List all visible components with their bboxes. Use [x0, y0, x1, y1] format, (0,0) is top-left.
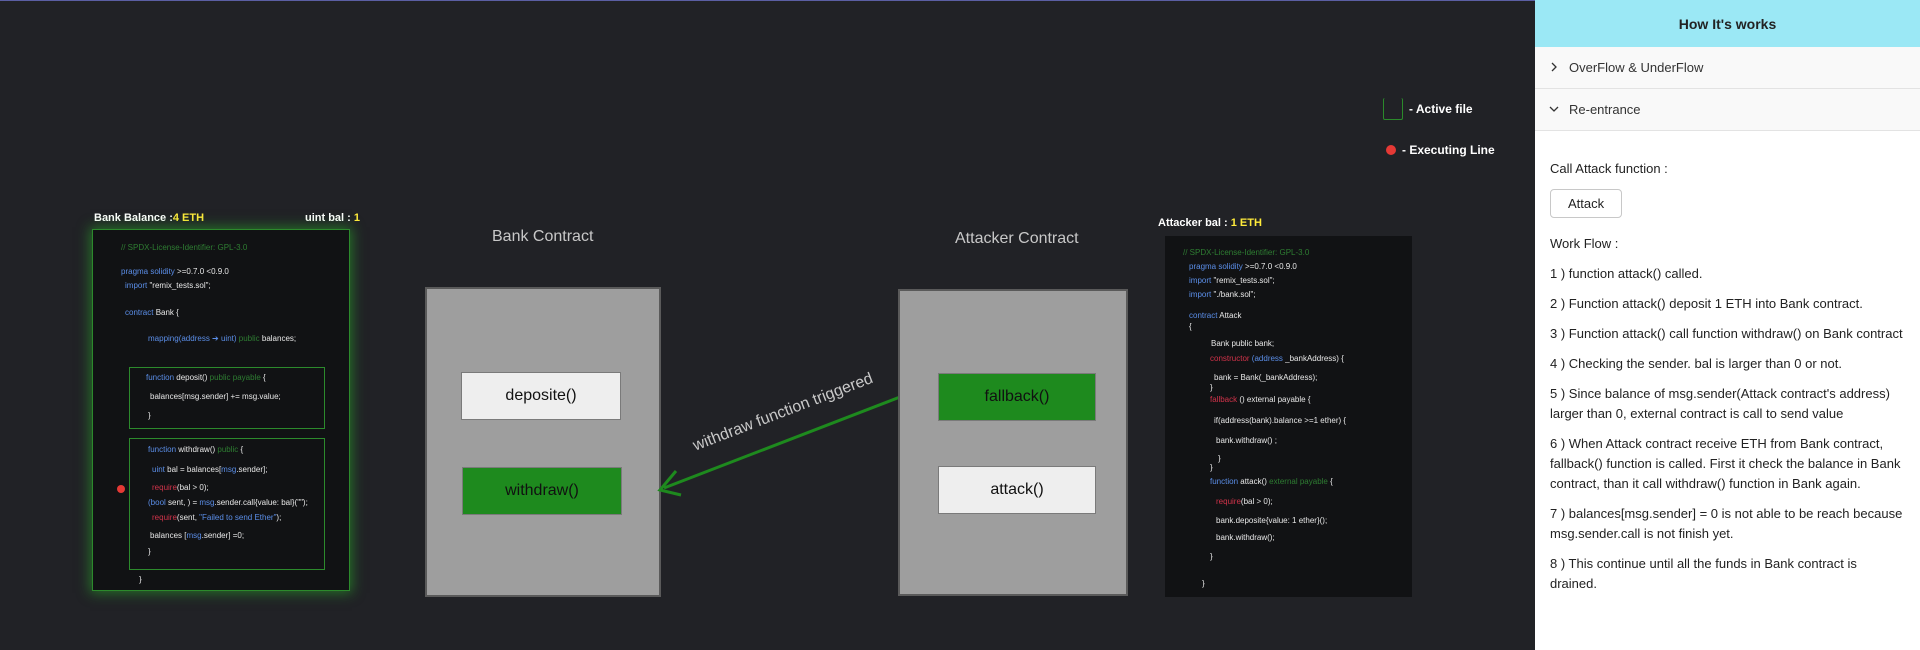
code-line-executing: require(bal > 0);: [152, 483, 209, 492]
code-line: function deposit() public payable {: [146, 373, 266, 382]
bank-balance-text: Bank Balance :: [94, 212, 173, 224]
code-line: }: [1210, 463, 1213, 472]
sidebar-title: How It's works: [1678, 15, 1777, 32]
code-line: function attack() external payable {: [1210, 477, 1333, 486]
withdraw-function-box: [129, 438, 325, 570]
code-line: bank.withdraw();: [1216, 533, 1275, 542]
code-line: balances[msg.sender] += msg.value;: [150, 392, 281, 401]
uint-bal-label: uint bal : 1: [305, 212, 360, 224]
code-line: bank.deposite{value: 1 ether}();: [1216, 516, 1328, 525]
bank-balance-value: 4 ETH: [172, 212, 205, 224]
code-line: }: [148, 411, 151, 420]
attacker-balance-text: Attacker bal :: [1158, 217, 1231, 229]
attacker-balance-value: 1 ETH: [1230, 217, 1262, 229]
workflow-step: 5 ) Since balance of msg.sender(Attack c…: [1550, 386, 1890, 421]
legend-active-file: - Active file: [1383, 98, 1473, 120]
chevron-right-icon: [1549, 61, 1569, 75]
accordion-item-overflow[interactable]: OverFlow & UnderFlow: [1535, 47, 1920, 89]
workflow-step: 3 ) Function attack() call function with…: [1550, 326, 1903, 341]
code-line: import "./bank.sol";: [1189, 290, 1256, 299]
fallback-function-button[interactable]: fallback(): [938, 373, 1096, 421]
legend-executing-line-label: - Executing Line: [1402, 143, 1495, 157]
attacker-balance-label: Attacker bal : 1 ETH: [1158, 217, 1262, 229]
executing-line-marker: [117, 485, 125, 493]
withdraw-triggered-label: withdraw function triggered: [690, 370, 876, 455]
deposit-function-button[interactable]: deposite(): [461, 372, 621, 420]
code-line: }: [1210, 383, 1213, 392]
code-line: }: [148, 547, 151, 556]
code-line: if(address(bank).balance >=1 ether) {: [1214, 416, 1347, 425]
attack-function-button[interactable]: attack(): [938, 466, 1096, 514]
code-line: constructor (address _bankAddress) {: [1210, 354, 1344, 363]
workflow-step: 6 ) When Attack contract receive ETH fro…: [1550, 436, 1901, 491]
how-it-works-sidebar: How It's works OverFlow & UnderFlow Re-e…: [1535, 0, 1920, 650]
code-line: bank.withdraw() ;: [1216, 436, 1277, 445]
bank-contract-title: Bank Contract: [492, 228, 594, 245]
code-line: pragma solidity >=0.7.0 <0.9.0: [1189, 262, 1297, 271]
attack-button[interactable]: Attack: [1550, 189, 1623, 218]
code-line: fallback () external payable {: [1210, 395, 1311, 404]
deposit-function-box: [129, 367, 325, 429]
executing-line-dot-icon: [1386, 145, 1396, 155]
uint-bal-text: uint bal :: [305, 212, 354, 224]
sidebar-header: How It's works: [1535, 0, 1920, 47]
legend-active-file-label: - Active file: [1409, 102, 1473, 116]
accordion-label: Re-entrance: [1569, 102, 1641, 117]
code-line: contract Attack: [1189, 311, 1242, 320]
code-line: // SPDX-License-Identifier: GPL-3.0: [1183, 248, 1310, 257]
code-line: // SPDX-License-Identifier: GPL-3.0: [121, 243, 248, 252]
code-line: contract Bank {: [125, 308, 179, 317]
workflow-step: 8 ) This continue until all the funds in…: [1550, 556, 1857, 591]
top-border-line: [0, 0, 1920, 1]
code-line: bank = Bank(_bankAddress);: [1214, 373, 1318, 382]
code-line: }: [1202, 579, 1205, 588]
legend-executing-line: - Executing Line: [1386, 143, 1495, 157]
bank-code-panel: // SPDX-License-Identifier: GPL-3.0 prag…: [92, 229, 350, 591]
attacker-code-panel: // SPDX-License-Identifier: GPL-3.0 prag…: [1165, 236, 1412, 597]
code-line: import "remix_tests.sol";: [1189, 276, 1275, 285]
code-line: }: [1218, 454, 1221, 463]
code-line: uint bal = balances[msg.sender];: [152, 465, 268, 474]
uint-bal-value: 1: [353, 212, 361, 224]
code-line: require(bal > 0);: [1216, 497, 1273, 506]
accordion-item-reentrance[interactable]: Re-entrance: [1535, 89, 1920, 131]
code-line: Bank public bank;: [1211, 339, 1275, 348]
code-line: }: [139, 575, 142, 584]
accordion-label: OverFlow & UnderFlow: [1569, 60, 1704, 75]
bank-contract-box: deposite() withdraw(): [425, 287, 661, 597]
code-line: }: [1210, 552, 1213, 561]
code-line: mapping(address ➔ uint) public balances;: [148, 334, 297, 343]
attacker-contract-title: Attacker Contract: [955, 230, 1079, 247]
reentrance-content: Call Attack function : Attack Work Flow …: [1535, 131, 1920, 594]
chevron-down-icon: [1549, 103, 1569, 117]
workflow-step: 2 ) Function attack() deposit 1 ETH into…: [1550, 296, 1863, 311]
code-line: function withdraw() public {: [148, 445, 244, 454]
workflow-step: 1 ) function attack() called.: [1550, 266, 1703, 281]
code-line: pragma solidity >=0.7.0 <0.9.0: [121, 267, 229, 276]
active-file-swatch: [1383, 98, 1403, 120]
code-line: {: [1189, 322, 1192, 331]
code-line: require(sent, "Failed to send Ether");: [152, 513, 282, 522]
call-attack-label: Call Attack function :: [1550, 161, 1668, 176]
workflow-step: 7 ) balances[msg.sender] = 0 is not able…: [1550, 506, 1903, 541]
workflow-label: Work Flow :: [1550, 236, 1619, 251]
attacker-contract-box: fallback() attack(): [898, 289, 1128, 596]
code-line: (bool sent, ) = msg.sender.call{value: b…: [148, 498, 308, 507]
code-line: balances [msg.sender] =0;: [150, 531, 245, 540]
bank-balance-label: Bank Balance :4 ETH: [94, 212, 204, 224]
withdraw-function-button[interactable]: withdraw(): [462, 467, 622, 515]
code-line: import "remix_tests.sol";: [125, 281, 211, 290]
workflow-step: 4 ) Checking the sender. bal is larger t…: [1550, 356, 1842, 371]
